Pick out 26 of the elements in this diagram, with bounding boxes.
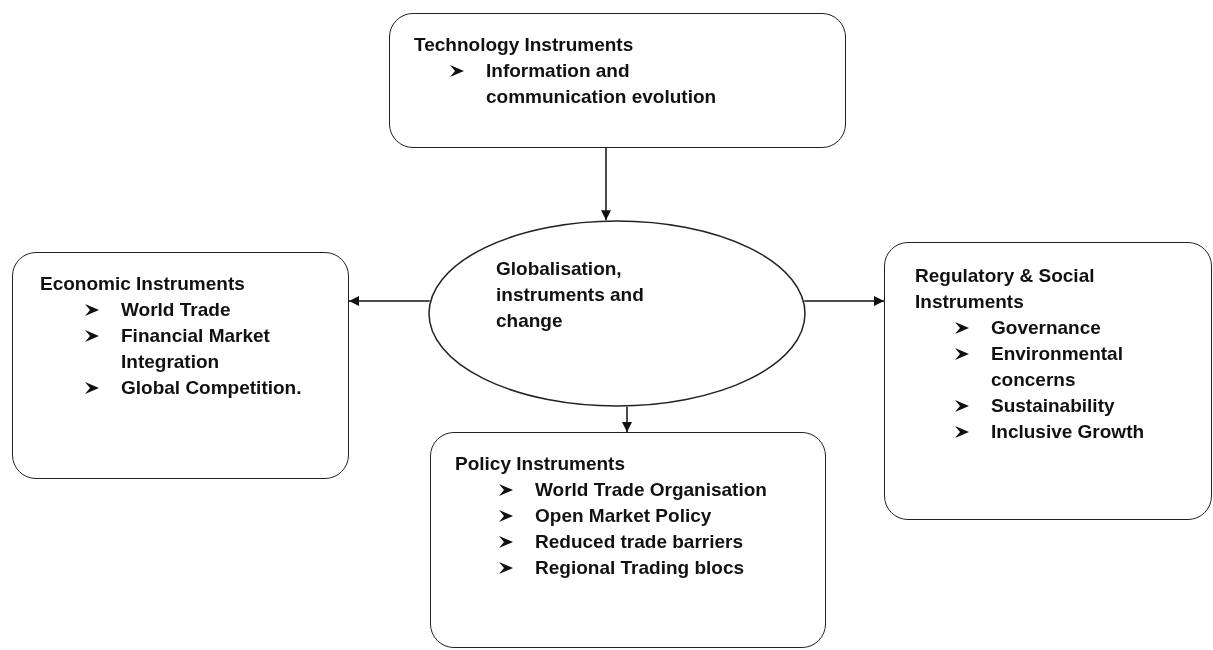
rounded-box — [389, 13, 846, 148]
list-item: Governance — [991, 316, 1102, 340]
heading: Globalisation, instruments and change — [496, 257, 645, 333]
arrow — [622, 406, 632, 433]
list-item: Sustainability — [991, 394, 1116, 418]
list-item: Environmental concerns — [991, 342, 1124, 392]
list-item: World Trade Organisation — [535, 478, 768, 502]
list-item: Financial Market Integration — [121, 324, 271, 374]
arrow — [803, 296, 885, 306]
rounded-box — [12, 252, 349, 479]
rounded-box — [430, 432, 826, 648]
heading: Economic Instruments — [40, 272, 245, 296]
heading: Regulatory & Social Instruments — [915, 264, 1096, 314]
arrow — [348, 296, 431, 306]
ellipse-node — [428, 220, 806, 407]
list-item: World Trade — [121, 298, 232, 322]
heading: Technology Instruments — [414, 33, 634, 57]
list-item: Regional Trading blocs — [535, 556, 746, 580]
arrow — [601, 147, 611, 221]
list-item: Information and communication evolution — [486, 59, 718, 109]
list-item: Inclusive Growth — [991, 420, 1146, 444]
rounded-box — [884, 242, 1212, 520]
heading: Policy Instruments — [455, 452, 625, 476]
list-item: Global Competition. — [121, 376, 303, 400]
list-item: Reduced trade barriers — [535, 530, 745, 554]
list-item: Open Market Policy — [535, 504, 713, 528]
